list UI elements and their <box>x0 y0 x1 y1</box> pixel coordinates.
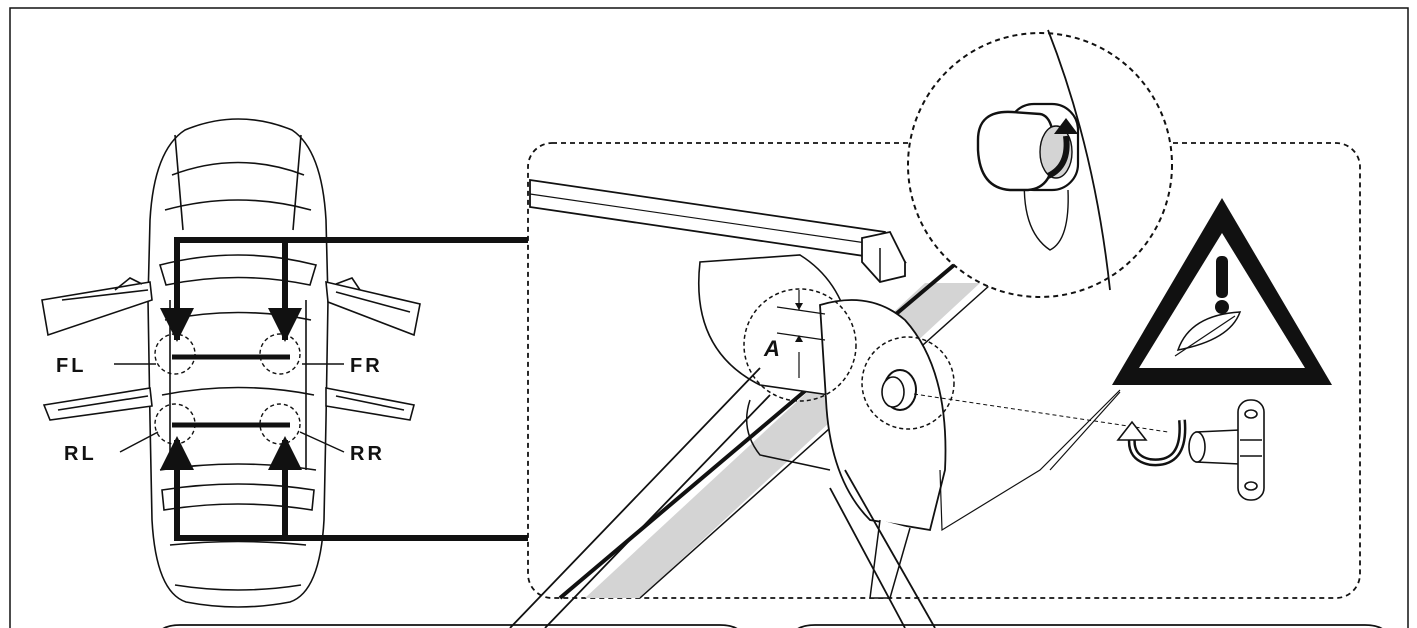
car-doors <box>41 277 421 421</box>
lock-cap-icon <box>907 29 1173 298</box>
lower-panels <box>162 624 1383 628</box>
key-icon <box>1188 399 1265 501</box>
mount-circle-fr <box>259 333 301 375</box>
door-rear-right <box>325 387 415 421</box>
label-rl: RL <box>64 443 97 465</box>
arrow-icons <box>160 308 302 470</box>
dimension-label-a: A <box>763 336 780 361</box>
mount-circle-rr <box>259 403 301 445</box>
lock-turn-arrow-icon <box>1054 118 1078 134</box>
label-fr: FR <box>350 355 383 377</box>
arrow-up-rr <box>268 436 302 470</box>
turn-arrow-icon <box>1116 419 1187 467</box>
arrow-up-rl <box>160 436 194 470</box>
figure-border <box>9 7 1409 628</box>
door-front-right <box>325 280 421 337</box>
arrow-down-fr <box>268 308 302 342</box>
lower-panel-right <box>797 624 1383 628</box>
feather-icon <box>1176 311 1242 351</box>
label-leaders <box>114 363 345 453</box>
label-rr: RR <box>350 443 385 465</box>
lower-panel-left <box>162 624 738 628</box>
label-fl: FL <box>56 355 86 377</box>
arrow-down-fl <box>160 308 194 342</box>
door-front-left <box>41 281 153 337</box>
warning-triangle-icon <box>1112 198 1332 385</box>
roof-bars <box>172 354 290 428</box>
bolt-detail-circle <box>861 336 955 430</box>
roof-bar-foot-icon: A <box>509 178 1169 628</box>
dimension-detail-circle <box>743 288 857 402</box>
